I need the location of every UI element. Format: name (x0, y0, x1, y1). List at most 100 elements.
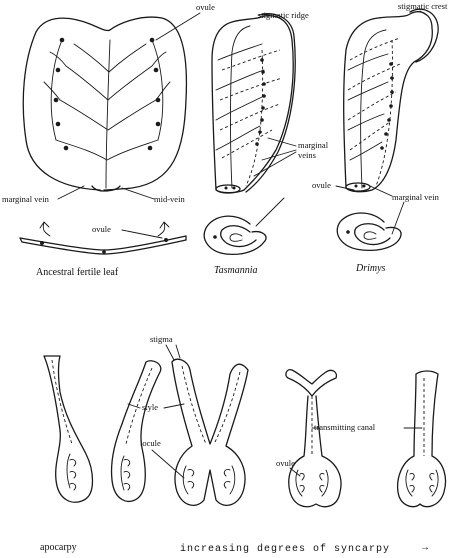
tasmannia-section-inner (220, 225, 257, 248)
syncarp3-outline (396, 370, 447, 508)
apocarp-right-locule (120, 455, 131, 491)
ovule-dot (390, 90, 394, 94)
ovule-dot (258, 130, 262, 134)
label-ovule-right: ovule (312, 180, 331, 190)
drimys-dashed-veins (347, 37, 401, 187)
ovule-dot (260, 58, 264, 62)
ovule-dot (262, 82, 266, 86)
ovule-dot (213, 235, 217, 239)
tasmannia-outline (211, 15, 294, 194)
tasmannia-base (215, 184, 241, 194)
leader-marginal-vein-left (57, 185, 85, 200)
label-ovule-leaf: ovule (92, 224, 111, 234)
ovule-dot (384, 132, 388, 136)
syncarp2-locules (295, 469, 329, 497)
syncarpy-stage-1: stigma style locule (127, 334, 249, 506)
ovule-dot (389, 104, 393, 108)
ovule-dot (155, 121, 161, 127)
syncarpy-stage-2: transmitting canal ovule (276, 369, 376, 508)
caption-arrow: → (420, 542, 430, 553)
ovule-dot (147, 145, 153, 151)
ovule-dot (261, 70, 265, 74)
ovule-dot (262, 94, 266, 98)
apocarp-left-canal (51, 359, 73, 445)
drimys-section-core (363, 231, 377, 240)
ovule-dot (40, 241, 44, 245)
apocarp-right-canal (125, 367, 153, 445)
fold-arrow-left (39, 221, 51, 237)
label-marginal-veins-2: veins (298, 150, 316, 160)
leaf-ovules (53, 37, 161, 151)
ovule-dot (224, 186, 228, 190)
ancestral-leaf: ovule marginal vein mid-vein (2, 2, 215, 204)
drimys-side-veins (347, 53, 389, 161)
ovule-dot (53, 97, 59, 103)
syncarp1-canals (181, 365, 241, 445)
label-ovule-top: ovule (196, 2, 215, 12)
drimys-ovules (380, 62, 394, 150)
leader-ovule-leaf (121, 229, 163, 239)
label-marginal-vein-right: marginal vein (392, 192, 440, 202)
tasmannia-section-outer (203, 215, 267, 256)
drimys-inner-line (360, 29, 387, 189)
ovule-dot (354, 184, 358, 188)
ovule-dot (55, 67, 61, 73)
ovule-dot (153, 67, 159, 73)
ovule-dot (362, 184, 366, 188)
syncarp2-outline (285, 369, 342, 508)
leaf-section-outline (19, 235, 187, 255)
leader-locule (151, 449, 185, 479)
ovule-dot (380, 146, 384, 150)
ovule-dot (346, 230, 350, 234)
label-marginal-veins-1: marginal (298, 140, 329, 150)
leader-marginal-vein-right (369, 185, 393, 197)
label-ovule-bottom: ovule (276, 458, 295, 468)
leader-stigma-1 (165, 344, 181, 361)
apocarpy-carpels: apocarpy (40, 355, 162, 553)
caption-ancestral: Ancestral fertile leaf (36, 267, 119, 278)
ovule-dot (149, 37, 155, 43)
label-stigma: stigma (150, 334, 173, 344)
leader-ovule-right (335, 185, 355, 191)
caption-drimys: Drimys (355, 263, 386, 274)
apocarp-left-outline (43, 355, 94, 503)
leaf-mid-vein (105, 39, 111, 189)
tasmannia-dashed-veins (219, 49, 283, 187)
ovule-dot (232, 186, 236, 190)
caption-syncarpy: increasing degrees of syncarpy (180, 543, 390, 555)
drimys-section-inner (354, 223, 391, 246)
drimys-section-outer (336, 212, 402, 252)
leaf-cross-section: ovule Ancestral fertile leaf (19, 221, 187, 278)
tasmannia-inner-line (230, 25, 251, 189)
leader-ovule-top (155, 12, 201, 41)
tasmannia-carpel: stigmatic ridge marginal veins Tasmannia (203, 10, 329, 276)
label-transmitting-canal: transmitting canal (314, 422, 376, 432)
tasmannia-section-core (229, 233, 243, 242)
syncarp1-outline (171, 358, 249, 506)
ovule-dot (255, 142, 259, 146)
leaf-blade-outline (22, 16, 188, 191)
ovule-dot (164, 238, 168, 242)
drimys-carpel: stigmatic crest ovule marginal vein Drim… (312, 1, 448, 274)
label-style: style (142, 402, 158, 412)
ovule-dot (55, 121, 61, 127)
drimys-stigmatic-crest (409, 8, 439, 63)
tasmannia-side-veins (215, 43, 265, 151)
leader-stigmatic-crest (419, 10, 429, 17)
leaf-marginal-veins (50, 39, 164, 141)
syncarp3-locules (405, 469, 439, 497)
ovule-dot (155, 97, 161, 103)
tasmannia-stigmatic-ridge (245, 12, 296, 193)
label-locule: locule (140, 438, 161, 448)
ovule-dot (261, 106, 265, 110)
leader-stigmatic-ridge (257, 13, 275, 16)
ovule-dot (63, 145, 69, 151)
ovule-dot (387, 118, 391, 122)
drimys-base (345, 182, 371, 192)
drimys-outline (343, 11, 433, 193)
tasmannia-ovules (255, 58, 266, 146)
leader-style (127, 403, 185, 409)
caption-apocarpy: apocarpy (40, 542, 77, 553)
